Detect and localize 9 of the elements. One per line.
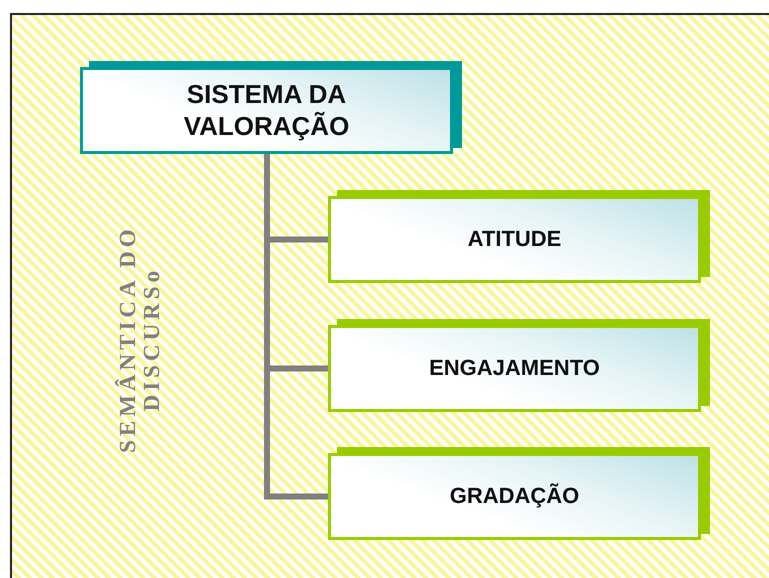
category-box (328, 325, 701, 412)
category-box (328, 453, 701, 540)
box-title: SISTEMA DA VALORAÇÃO (182, 79, 350, 142)
box-title: ATITUDE (468, 226, 562, 253)
box-title: ENGAJAMENTO (429, 355, 600, 382)
box-title: GRADAÇÃO (450, 483, 580, 510)
category-box (80, 67, 453, 154)
vertical-side-label: SEMÂNTICA DO DISCURSo (116, 224, 164, 455)
category-box (328, 196, 701, 283)
